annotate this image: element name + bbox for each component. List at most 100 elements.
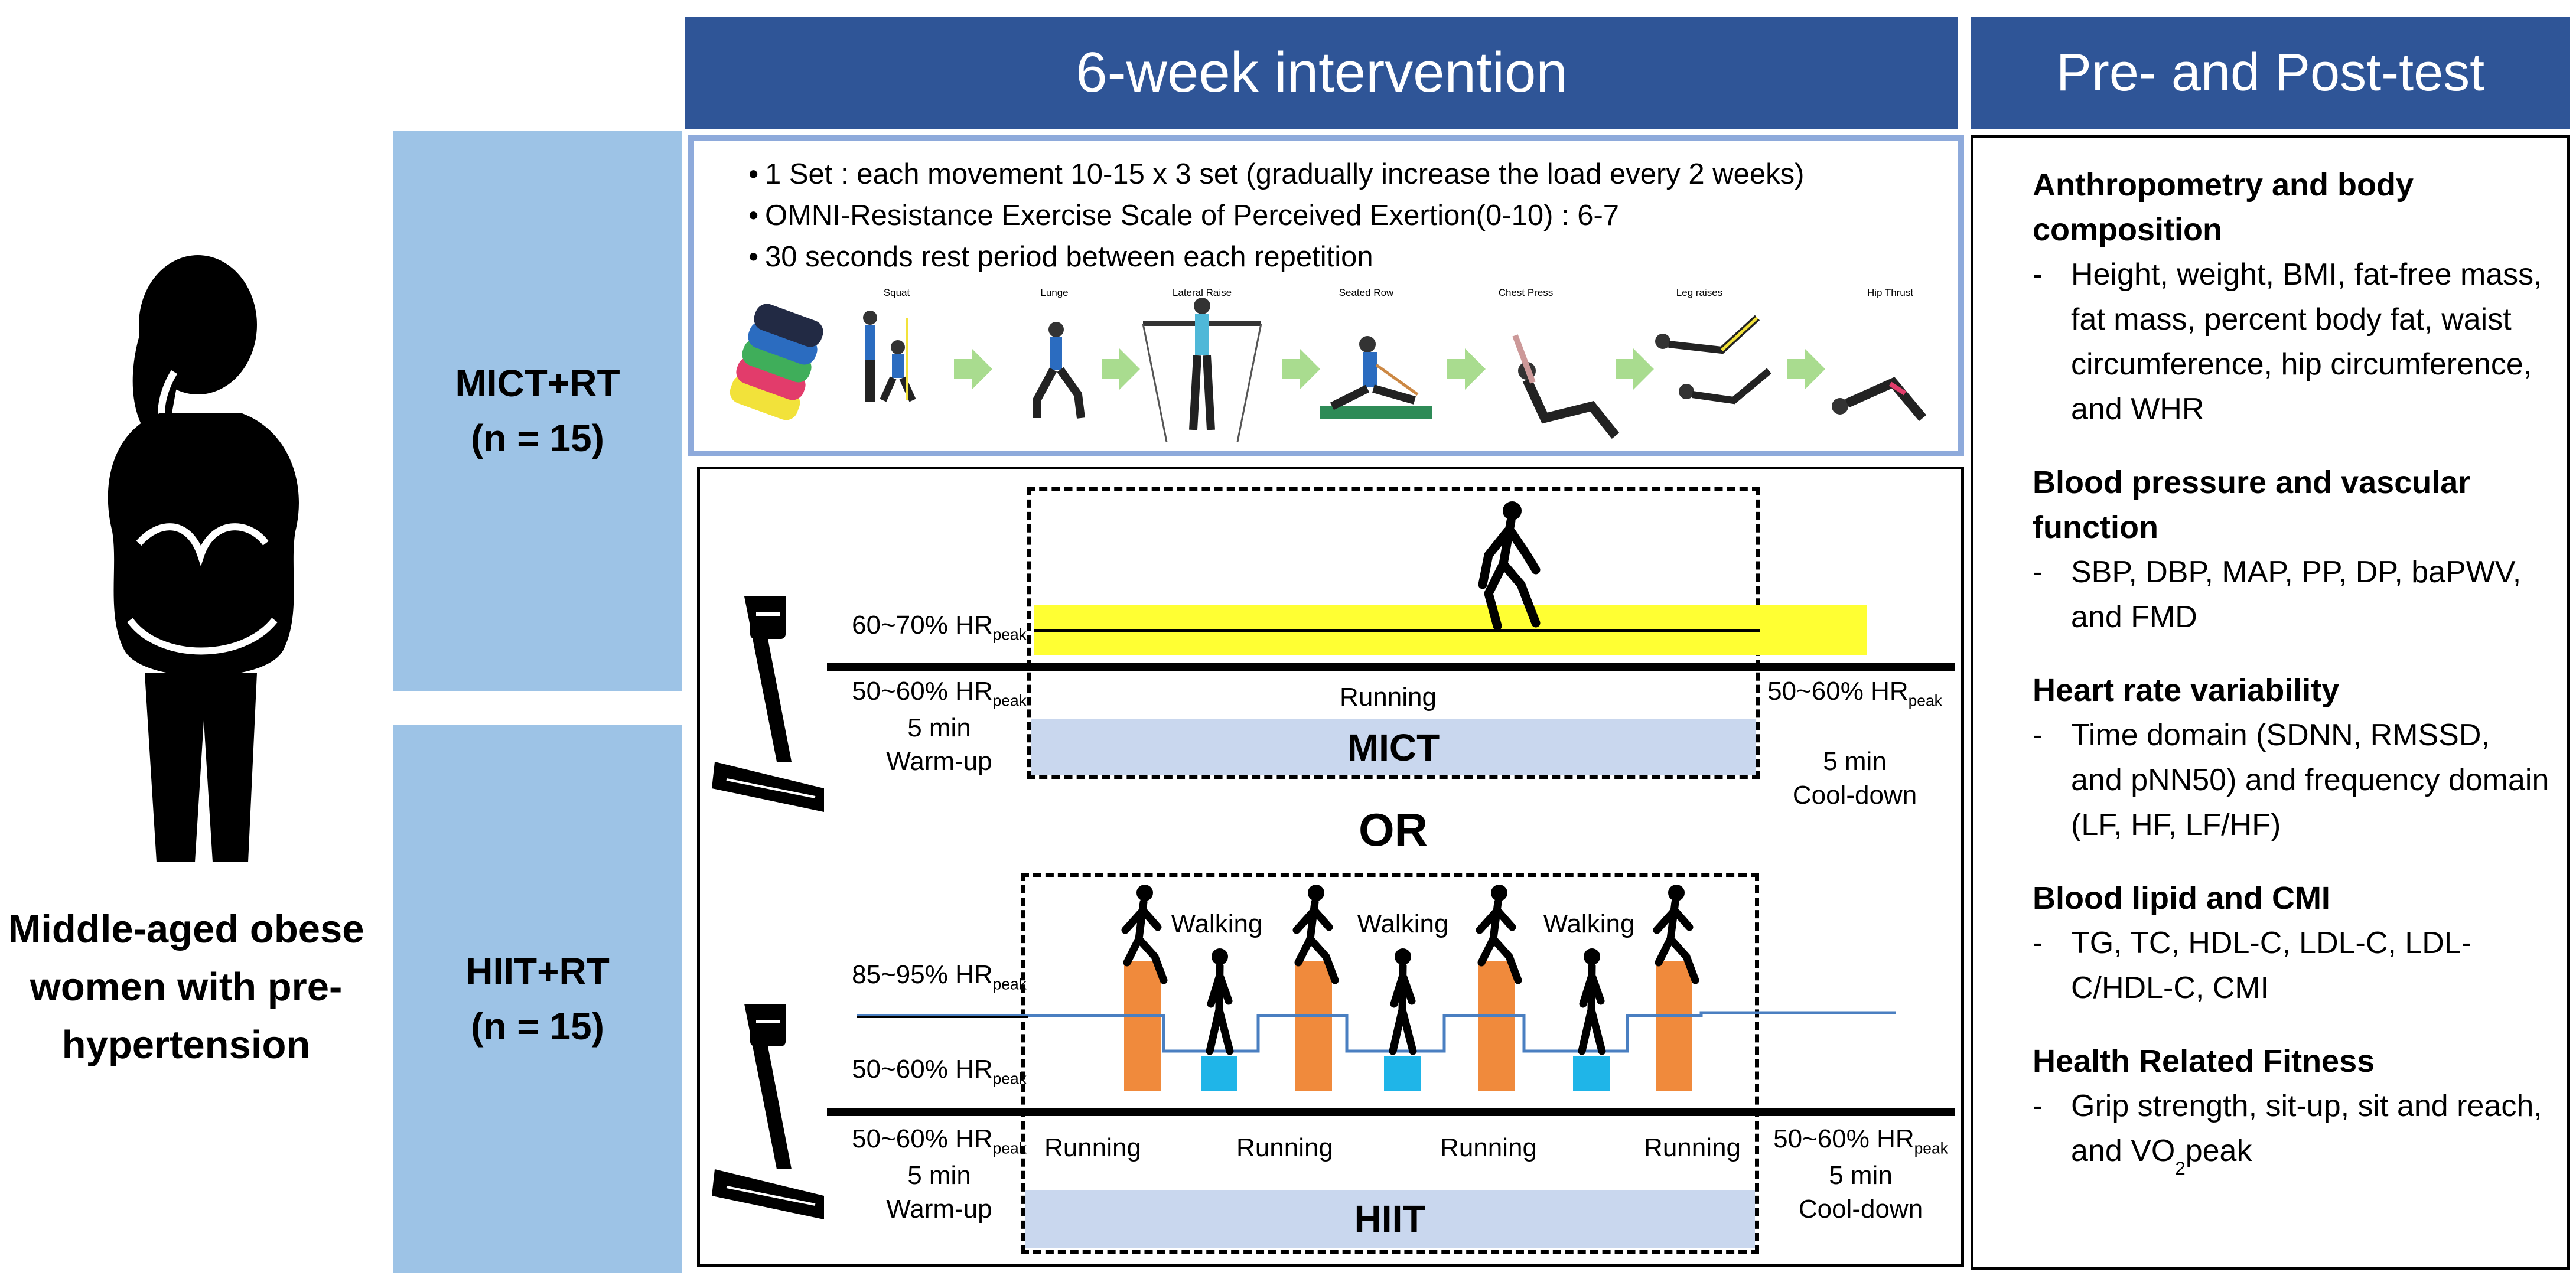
run-interval-bar bbox=[1656, 961, 1692, 1091]
walker-icon bbox=[1206, 948, 1234, 1055]
peak-subscript: peak bbox=[1908, 691, 1942, 710]
test-body: SBP, DBP, MAP, PP, DP, baPWV, and FMD bbox=[2033, 550, 2549, 640]
peak-subscript: peak bbox=[992, 1069, 1027, 1088]
exercise-label: Lateral Raise bbox=[1172, 287, 1232, 298]
leg-raises-figure-icon bbox=[1655, 315, 1771, 405]
test-heading: Health Related Fitness bbox=[2033, 1043, 2375, 1079]
test-body-text: Grip strength, sit-up, sit and reach, an… bbox=[2071, 1089, 2542, 1168]
walk-interval-bar bbox=[1201, 1056, 1237, 1091]
arrow-right-icon bbox=[1447, 348, 1486, 390]
or-label: OR bbox=[1359, 804, 1428, 856]
exercise-label: Squat bbox=[883, 287, 910, 298]
exercise-arrows bbox=[954, 348, 1825, 390]
mict-warmup-label: 50~60% HRpeak 5 min Warm-up bbox=[851, 674, 1028, 778]
walker-icon bbox=[1578, 948, 1606, 1055]
intervention-title: 6-week intervention bbox=[1076, 41, 1568, 104]
tests-header: Pre- and Post-test bbox=[1971, 17, 2570, 129]
lateral-raise-figure-icon bbox=[1142, 298, 1262, 442]
runner-icon bbox=[1476, 885, 1522, 984]
arrow-right-icon bbox=[1787, 348, 1825, 390]
hiit-intensity-plot bbox=[827, 885, 1955, 1116]
test-section: Blood pressure and vascular function SBP… bbox=[2033, 460, 2549, 640]
group-label-mict-rt: MICT+RT (n = 15) bbox=[393, 131, 682, 691]
phase-text: MICT bbox=[1347, 726, 1440, 769]
peak-subscript: peak bbox=[992, 691, 1027, 710]
group-n: (n = 15) bbox=[471, 1005, 604, 1048]
intensity-text: 50~60% HR bbox=[1773, 1124, 1914, 1153]
run-interval-bar bbox=[1295, 961, 1332, 1091]
rt-bullet: 30 seconds rest period between each repe… bbox=[694, 236, 1804, 278]
exercise-label: Hip Thrust bbox=[1867, 287, 1914, 298]
arrow-right-icon bbox=[1282, 348, 1320, 390]
intensity-text: 50~60% HR bbox=[852, 1055, 993, 1084]
test-body: Time domain (SDNN, RMSSD, and pNN50) and… bbox=[2033, 713, 2549, 847]
subject-label: Middle-aged obese women with pre-hyperte… bbox=[8, 907, 364, 1067]
intensity-text: 50~60% HR bbox=[852, 677, 993, 706]
test-section: Anthropometry and body composition Heigh… bbox=[2033, 162, 2549, 432]
hiit-running-label: Running bbox=[1044, 1133, 1141, 1162]
intensity-text: 60~70% HR bbox=[852, 611, 993, 640]
treadmill-icon bbox=[712, 596, 824, 812]
runner-icon bbox=[1292, 885, 1339, 984]
peak-subscript: peak bbox=[992, 625, 1027, 644]
obese-woman-icon bbox=[108, 255, 299, 862]
group-name: HIIT+RT bbox=[465, 950, 610, 993]
arrow-right-icon bbox=[1616, 348, 1654, 390]
exercise-label: Chest Press bbox=[1498, 287, 1554, 298]
peak-subscript: peak bbox=[992, 1139, 1027, 1157]
resistance-bands-icon bbox=[730, 304, 823, 420]
lunge-figure-icon bbox=[1033, 322, 1085, 419]
test-heading: Heart rate variability bbox=[2033, 673, 2340, 708]
arrow-right-icon bbox=[954, 348, 992, 390]
hr-step-line bbox=[857, 1011, 1896, 1053]
squat-figure-icon bbox=[863, 311, 916, 402]
rt-bullet: OMNI-Resistance Exercise Scale of Percei… bbox=[694, 195, 1804, 236]
test-body: Grip strength, sit-up, sit and reach, an… bbox=[2033, 1084, 2549, 1191]
cooldown-time: 5 min bbox=[1823, 746, 1887, 776]
hiit-running-label: Running bbox=[1236, 1133, 1333, 1162]
test-heading: Blood lipid and CMI bbox=[2033, 880, 2330, 916]
run-interval-bar bbox=[1124, 961, 1161, 1091]
exercise-label: Seated Row bbox=[1339, 287, 1394, 298]
walker-icon bbox=[1389, 948, 1417, 1055]
intensity-text: 50~60% HR bbox=[1767, 677, 1909, 706]
warmup-text: Warm-up bbox=[886, 746, 992, 776]
runner-icon bbox=[1478, 501, 1541, 631]
arrow-right-icon bbox=[1102, 348, 1140, 390]
test-section: Health Related Fitness Grip strength, si… bbox=[2033, 1039, 2549, 1191]
walking-label: Walking bbox=[1543, 909, 1635, 938]
mict-running-label: Running bbox=[1340, 683, 1437, 712]
cooldown-time: 5 min bbox=[1829, 1160, 1893, 1190]
chest-press-figure-icon bbox=[1512, 334, 1620, 439]
intensity-text: 85~95% HR bbox=[852, 960, 993, 989]
group-name: MICT+RT bbox=[455, 362, 620, 405]
runner-icon bbox=[1653, 885, 1699, 984]
test-body: TG, TC, HDL-C, LDL-C, LDL-C/HDL-C, CMI bbox=[2033, 921, 2549, 1010]
mict-intensity-plot bbox=[827, 501, 1955, 671]
resistance-training-panel: 1 Set : each movement 10-15 x 3 set (gra… bbox=[688, 135, 1964, 456]
peak-subscript: peak bbox=[992, 975, 1027, 993]
cooldown-text: Cool-down bbox=[1792, 781, 1917, 810]
walk-interval-bar bbox=[1573, 1056, 1610, 1091]
hiit-running-label: Running bbox=[1644, 1133, 1741, 1162]
mict-cooldown-label: 50~60% HRpeak 5 min Cool-down bbox=[1766, 674, 1943, 812]
test-section: Blood lipid and CMI TG, TC, HDL-C, LDL-C… bbox=[2033, 876, 2549, 1010]
test-heading: Anthropometry and body composition bbox=[2033, 167, 2414, 247]
tests-title: Pre- and Post-test bbox=[2056, 43, 2485, 102]
runner-icon bbox=[1121, 885, 1168, 984]
test-body: Height, weight, BMI, fat-free mass, fat … bbox=[2033, 252, 2549, 432]
hiit-dashed-box bbox=[1021, 873, 1759, 1254]
intensity-text: 50~60% HR bbox=[852, 1124, 993, 1153]
hiit-cooldown-label: 50~60% HRpeak 5 min Cool-down bbox=[1766, 1122, 1955, 1226]
hiit-high-intensity-label: 85~95% HRpeak bbox=[851, 958, 1028, 994]
walk-interval-bar bbox=[1384, 1056, 1421, 1091]
rt-bullets: 1 Set : each movement 10-15 x 3 set (gra… bbox=[694, 154, 1804, 278]
warmup-time: 5 min bbox=[907, 1160, 971, 1190]
mict-phase-bar: MICT bbox=[1031, 719, 1756, 775]
tests-panel: Anthropometry and body composition Heigh… bbox=[1971, 135, 2570, 1270]
phase-text: HIIT bbox=[1354, 1198, 1426, 1240]
hiit-running-label: Running bbox=[1440, 1133, 1537, 1162]
run-interval-bar bbox=[1478, 961, 1515, 1091]
exercise-label: Lunge bbox=[1040, 287, 1069, 298]
rt-bullet: 1 Set : each movement 10-15 x 3 set (gra… bbox=[694, 154, 1804, 195]
